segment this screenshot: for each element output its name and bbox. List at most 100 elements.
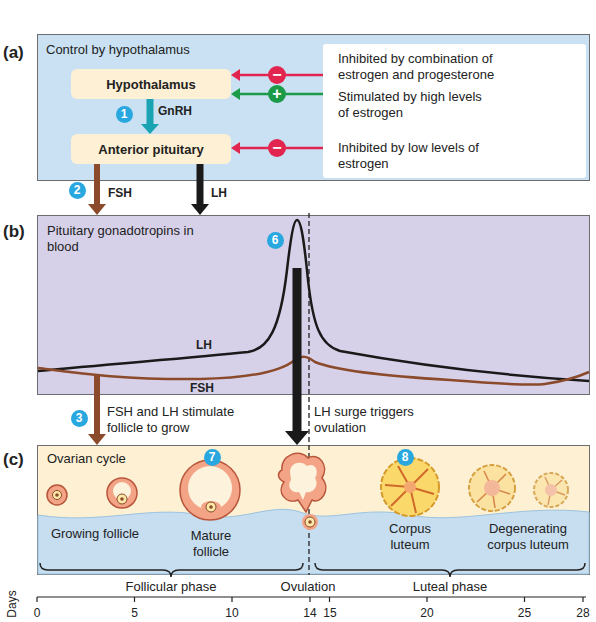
panel-heading: Ovarian cycle (47, 451, 207, 467)
axis-ticks (37, 597, 583, 602)
arrow-shaft (147, 99, 154, 125)
phase-label: Ovulation (268, 579, 348, 595)
gland-name: Anterior pituitary (98, 142, 203, 157)
panel-letter: (a) (3, 43, 24, 63)
callout-number: 6 (267, 232, 284, 249)
phase-label: Luteal phase (380, 579, 520, 595)
antrum (289, 463, 317, 500)
nucleus (120, 497, 124, 501)
phase-brace (40, 563, 303, 577)
step-note: LH surge triggers ovulation (314, 404, 444, 436)
axis-tick-label: 28 (568, 605, 596, 621)
arrow-shaft (197, 164, 204, 205)
structure-label: Mature follicle (181, 528, 241, 560)
hormone-arrow (191, 164, 209, 215)
curve-label: FSH (190, 381, 214, 395)
axis-tick-label: 10 (217, 605, 247, 621)
phase-brace (315, 563, 585, 577)
feedback-note-box: Inhibited by combination of estrogen and… (323, 44, 586, 178)
corpus-luteum (469, 465, 515, 511)
hormone-arrow (285, 395, 309, 445)
luteal-veins (545, 477, 565, 505)
fsh-curve (38, 357, 589, 385)
structure-label: Growing follicle (35, 526, 155, 542)
hormone-label: FSH (108, 185, 132, 201)
arrow-head (191, 204, 209, 215)
structure-label: Corpus luteum (380, 521, 440, 553)
axis-line (37, 596, 586, 597)
axis-tick-label: 25 (510, 605, 540, 621)
hormone-label: GnRH (158, 103, 192, 119)
arrow-head (231, 88, 240, 100)
gland-name: Hypothalamus (106, 77, 196, 92)
arrow-stub (94, 376, 100, 395)
feedback-note: Inhibited by combination of estrogen and… (338, 51, 518, 83)
arrow-head (88, 434, 106, 445)
follicle (47, 485, 67, 505)
oocyte (305, 517, 315, 527)
panel-letter: (c) (3, 450, 24, 470)
panel-heading: Pituitary gonadotropins in blood (47, 223, 207, 255)
panel: (b)Pituitary gonadotropins in blood (37, 215, 590, 395)
luteal-veins (477, 471, 510, 508)
luteal-veins (385, 466, 434, 513)
corpus-luteum (381, 458, 439, 516)
feedback-note: Stimulated by high levels of estrogen (338, 89, 488, 121)
axis-tick-label: 5 (120, 605, 150, 621)
luteal-core (484, 480, 500, 496)
luteal-core (404, 481, 416, 493)
feedback-sign: + (268, 85, 286, 103)
panel-letter: (b) (3, 222, 25, 242)
luteal-core (545, 484, 557, 496)
feedback-sign: − (268, 66, 286, 84)
nucleus (209, 505, 213, 509)
axis-title: Days (4, 584, 20, 622)
arrow-head (141, 124, 159, 134)
oocyte (117, 494, 127, 504)
callout-number: 1 (116, 106, 133, 123)
callout-number: 7 (204, 449, 221, 466)
structure-label: Degenerating corpus luteum (478, 521, 578, 553)
ovary-band (38, 509, 589, 574)
arrow-shaft (94, 164, 100, 205)
feedback-note: Inhibited by low levels of estrogen (338, 140, 518, 172)
follicle (107, 478, 137, 508)
hormone-arrow (88, 164, 106, 215)
hormone-label: LH (211, 185, 227, 201)
lh-curve (38, 220, 589, 381)
nucleus (55, 493, 59, 497)
arrow-head (231, 142, 240, 154)
arrow-shaft (293, 395, 302, 432)
arrow-head (88, 204, 106, 215)
oocyte (206, 502, 216, 512)
axis-tick-label: 14 (300, 605, 320, 621)
callout-number: 2 (69, 182, 86, 199)
callout-number: 8 (397, 449, 414, 466)
step-note: FSH and LH stimulate follicle to grow (107, 404, 257, 436)
curve-label: LH (196, 338, 212, 352)
hormone-gland-box: Hypothalamus (71, 69, 231, 99)
axis-tick-label: 0 (22, 605, 52, 621)
axis-tick-label: 20 (412, 605, 442, 621)
hormone-gland-box: Anterior pituitary (71, 134, 231, 164)
feedback-sign: − (268, 139, 286, 157)
panel-heading: Control by hypothalamus (46, 42, 266, 58)
corpus-luteum (534, 473, 568, 507)
follicle (180, 460, 240, 520)
ruptured-follicle (279, 453, 326, 512)
arrow-shaft (94, 395, 100, 435)
hormone-arrow (141, 99, 159, 134)
oocyte (53, 491, 62, 500)
phase-label: Follicular phase (101, 579, 241, 595)
hormone-arrow (88, 395, 106, 445)
arrow-head (231, 69, 240, 81)
released-egg (302, 514, 318, 530)
arrow-head (285, 431, 309, 445)
antrum (113, 482, 131, 500)
nucleus (308, 520, 312, 524)
axis-tick-label: 15 (320, 605, 340, 621)
cumulus (201, 501, 221, 513)
callout-number: 3 (71, 410, 88, 427)
